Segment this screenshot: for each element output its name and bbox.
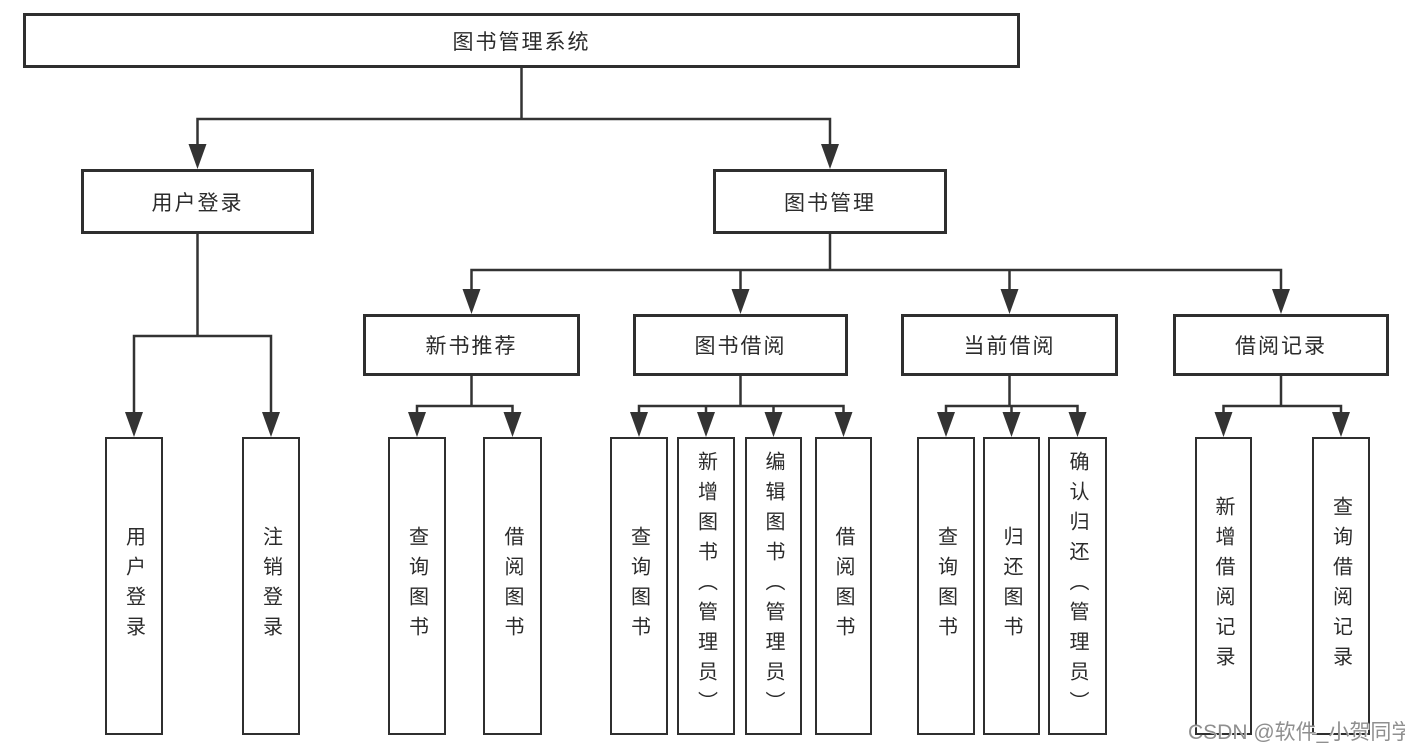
leaf-borrow-books-borrow: 借阅图书 — [815, 437, 872, 735]
node-book-borrow: 图书借阅 — [633, 314, 848, 376]
node-book-management: 图书管理 — [713, 169, 947, 234]
leaf-user-login: 用户登录 — [105, 437, 163, 735]
leaf-query-books-current: 查询图书 — [917, 437, 975, 735]
leaf-add-borrow-record: 新增借阅记录 — [1195, 437, 1252, 735]
node-user-login: 用户登录 — [81, 169, 314, 234]
node-current-borrow: 当前借阅 — [901, 314, 1118, 376]
node-library-system: 图书管理系统 — [23, 13, 1020, 68]
leaf-confirm-return-admin: 确认归还（管理员） — [1048, 437, 1107, 735]
csdn-watermark: CSDN @软件_小贺同学 — [1188, 721, 1405, 744]
leaf-query-books-recommend: 查询图书 — [388, 437, 446, 735]
leaf-return-book: 归还图书 — [983, 437, 1040, 735]
leaf-edit-book-admin: 编辑图书（管理员） — [745, 437, 802, 735]
leaf-query-books-borrow: 查询图书 — [610, 437, 668, 735]
leaf-borrow-books-recommend: 借阅图书 — [483, 437, 542, 735]
leaf-add-book-admin: 新增图书（管理员） — [677, 437, 735, 735]
node-borrow-records: 借阅记录 — [1173, 314, 1389, 376]
arrowheads — [125, 144, 1350, 437]
leaf-logout: 注销登录 — [242, 437, 300, 735]
leaf-query-borrow-record: 查询借阅记录 — [1312, 437, 1370, 735]
node-new-book-recommend: 新书推荐 — [363, 314, 580, 376]
